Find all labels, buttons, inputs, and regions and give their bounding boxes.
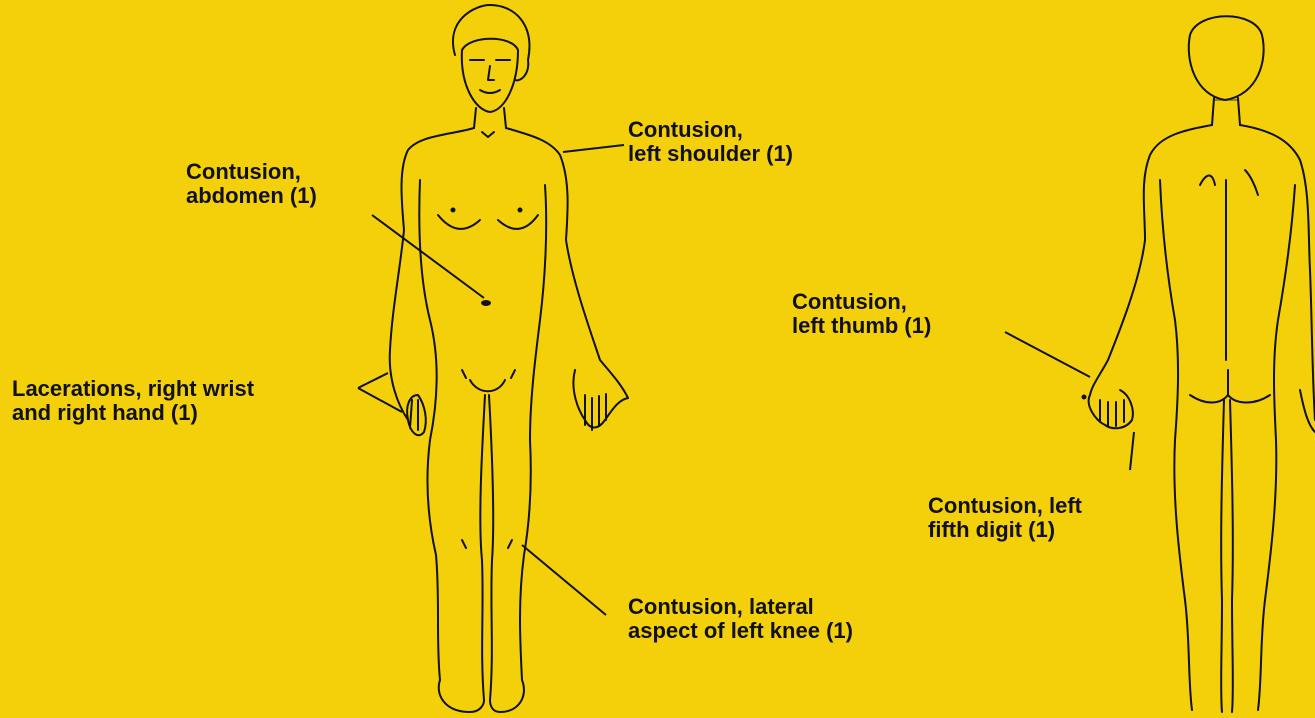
leader-left-thumb (1005, 332, 1090, 377)
label-left-knee-line2: aspect of left knee (1) (628, 619, 853, 643)
leader-right-wrist (358, 373, 388, 388)
label-left-thumb: Contusion, left thumb (1) (792, 290, 931, 338)
leader-lines (358, 145, 1134, 615)
label-abdomen-line2: abdomen (1) (186, 184, 317, 208)
female-body-back-outline-icon (1082, 16, 1315, 712)
leader-left-knee (522, 545, 606, 615)
label-left-thumb-line1: Contusion, (792, 290, 931, 314)
female-body-front-outline-icon (390, 5, 628, 712)
label-right-wrist-hand-line1: Lacerations, right wrist (12, 377, 254, 401)
label-left-thumb-line2: left thumb (1) (792, 314, 931, 338)
label-left-shoulder-line1: Contusion, (628, 118, 793, 142)
label-left-fifth-digit-line1: Contusion, left (928, 494, 1082, 518)
label-abdomen: Contusion, abdomen (1) (186, 160, 317, 208)
label-left-fifth-digit-line2: fifth digit (1) (928, 518, 1082, 542)
label-left-fifth-digit: Contusion, left fifth digit (1) (928, 494, 1082, 542)
leader-left-shoulder (563, 145, 624, 152)
label-right-wrist-hand: Lacerations, right wrist and right hand … (12, 377, 254, 425)
leader-left-fifth-digit (1130, 432, 1134, 470)
label-abdomen-line1: Contusion, (186, 160, 317, 184)
label-left-knee-line1: Contusion, lateral (628, 595, 853, 619)
label-left-shoulder-line2: left shoulder (1) (628, 142, 793, 166)
label-left-shoulder: Contusion, left shoulder (1) (628, 118, 793, 166)
label-left-knee: Contusion, lateral aspect of left knee (… (628, 595, 853, 643)
label-right-wrist-hand-line2: and right hand (1) (12, 401, 254, 425)
